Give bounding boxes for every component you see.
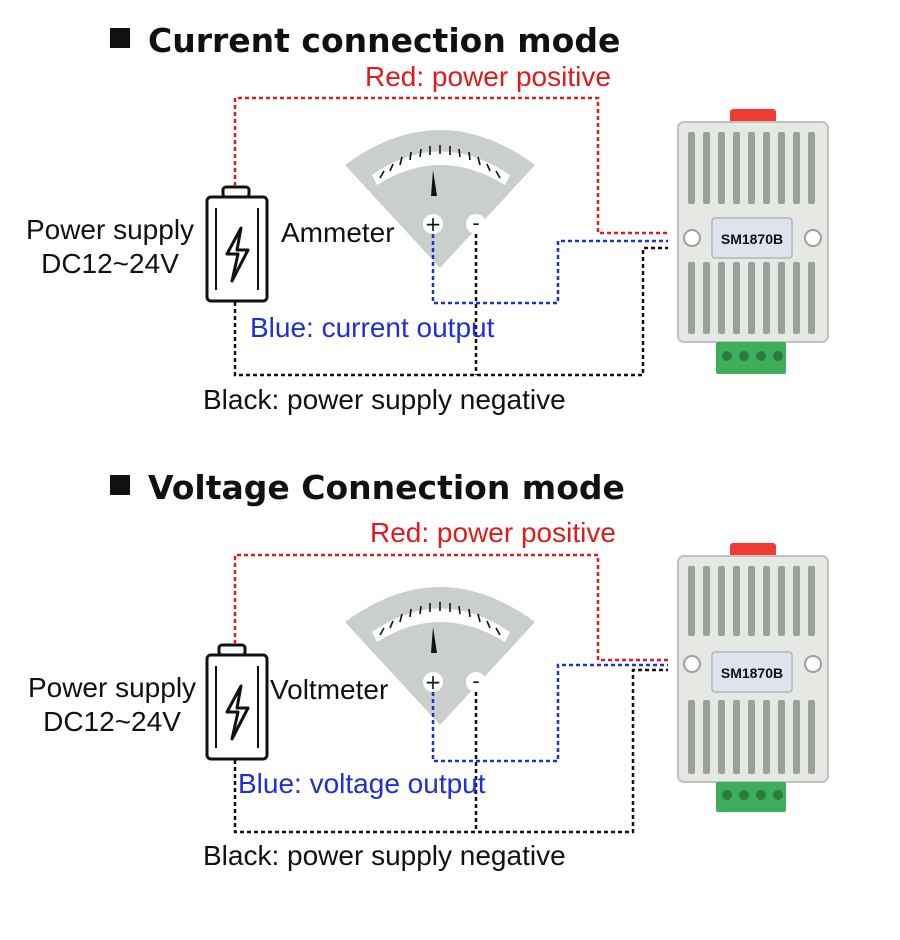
- section-title: Voltage Connection mode: [110, 471, 625, 504]
- lightning-icon: [225, 684, 250, 741]
- power-supply-line1: Power supply: [27, 672, 197, 703]
- section-title-text: Current connection mode: [148, 21, 621, 60]
- panel-current-mode: + -: [0, 0, 900, 460]
- lightning-icon: [225, 226, 250, 283]
- section-title: Current connection mode: [110, 24, 620, 57]
- black-wire-label: Black: power supply negative: [203, 840, 566, 871]
- black-wire: [233, 668, 668, 834]
- power-supply-label: Power supply DC12~24V: [22, 674, 202, 736]
- panel-voltage-mode: + -: [0, 456, 900, 916]
- power-supply-line1: Power supply: [25, 214, 195, 245]
- device-label: SM1870B: [721, 665, 783, 681]
- meter-label: Ammeter: [281, 217, 395, 248]
- minus-terminal-label: -: [472, 211, 479, 235]
- blue-wire: [431, 234, 668, 305]
- title-bullet: [110, 475, 130, 495]
- title-bullet: [110, 28, 130, 48]
- section-title-text: Voltage Connection mode: [148, 468, 625, 507]
- power-supply-label: Power supply DC12~24V: [20, 216, 200, 278]
- power-supply-line2: DC12~24V: [43, 706, 181, 737]
- blue-wire-label: Blue: voltage output: [238, 768, 486, 799]
- plus-terminal-label: +: [425, 670, 442, 694]
- black-wire: [233, 246, 668, 377]
- red-wire-label: Red: power positive: [365, 61, 611, 92]
- wiring-diagram: + -: [205, 543, 829, 834]
- battery-icon: [205, 185, 269, 303]
- device-label: SM1870B: [721, 231, 783, 247]
- analog-meter-icon: + -: [345, 130, 535, 268]
- power-supply-line2: DC12~24V: [41, 248, 179, 279]
- analog-meter-icon: + -: [345, 587, 535, 725]
- plus-terminal-label: +: [425, 212, 442, 236]
- meter-label: Voltmeter: [270, 674, 389, 705]
- wiring-diagram: + -: [205, 96, 829, 377]
- blue-wire-label: Blue: current output: [250, 312, 495, 343]
- black-wire-label: Black: power supply negative: [203, 384, 566, 415]
- red-wire: [233, 553, 668, 662]
- red-wire-label: Red: power positive: [370, 517, 616, 548]
- battery-icon: [205, 643, 269, 761]
- red-wire: [233, 96, 668, 235]
- minus-terminal-label: -: [472, 669, 479, 693]
- transmitter-device-icon: SM1870B: [677, 109, 829, 374]
- blue-wire: [431, 663, 668, 763]
- transmitter-device-icon: SM1870B: [677, 543, 829, 812]
